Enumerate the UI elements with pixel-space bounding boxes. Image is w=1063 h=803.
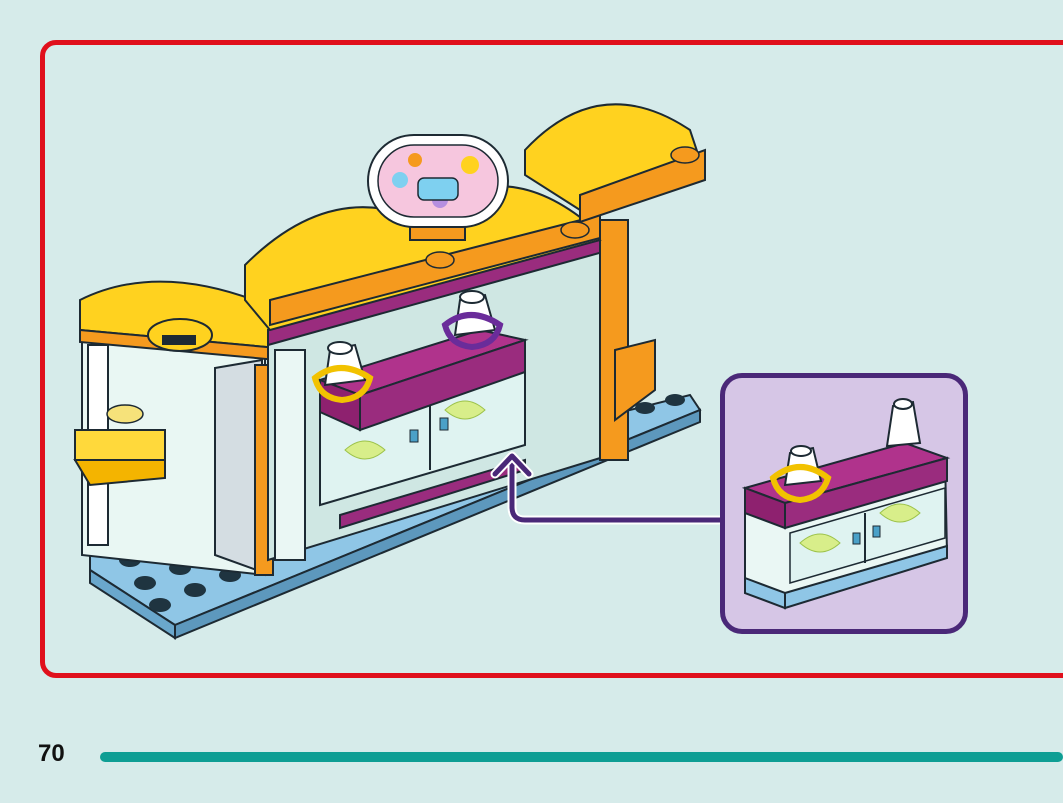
main-awnings <box>244 103 706 332</box>
progress-bar <box>100 752 1063 762</box>
callout-box <box>720 373 968 634</box>
shop-sign <box>367 134 509 241</box>
left-booth <box>73 318 274 577</box>
arrow-up-icon <box>490 451 725 525</box>
display-counter <box>316 328 529 530</box>
page-number: 70 <box>38 740 65 767</box>
mannequins <box>311 290 504 404</box>
progress-fill <box>100 752 1063 762</box>
callout-counter-illustration <box>741 398 951 610</box>
